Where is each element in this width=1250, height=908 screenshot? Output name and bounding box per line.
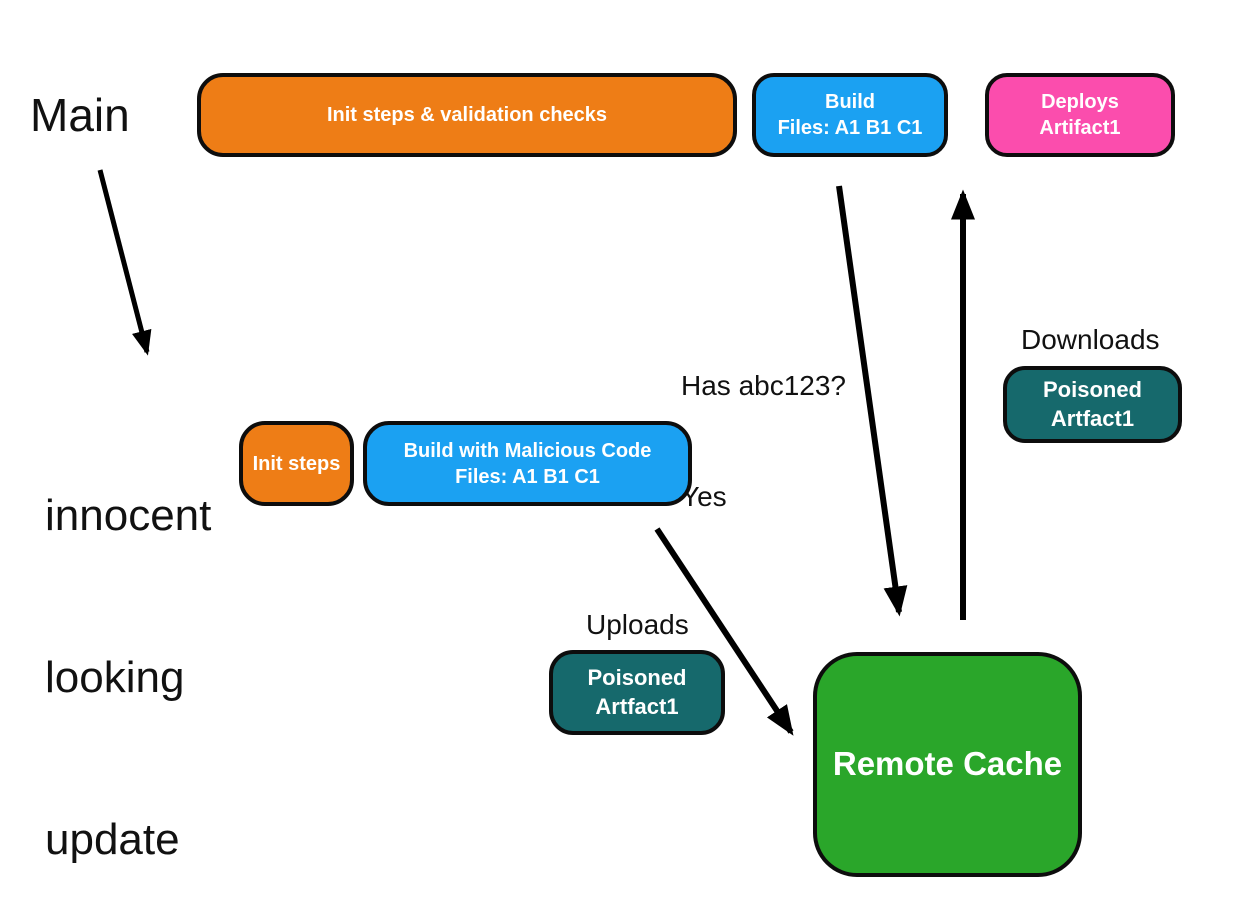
node-build-files: Files: A1 B1 C1 bbox=[777, 117, 923, 139]
node-build-malicious-files: Files: A1 B1 C1 bbox=[455, 465, 600, 488]
node-poisoned-download-line-2: Artfact1 bbox=[1050, 405, 1135, 431]
innocent-update-line-2: looking bbox=[45, 653, 185, 702]
node-init-steps: Init steps bbox=[239, 421, 354, 506]
has-hash-label: Has abc123? Yes bbox=[681, 293, 846, 589]
node-remote-cache-label: Remote Cache bbox=[832, 745, 1063, 783]
main-branch-label: Main bbox=[30, 89, 130, 141]
node-poisoned-artifact-upload: Poisoned Artfact1 bbox=[549, 650, 725, 735]
node-poisoned-upload-line-1: Poisoned bbox=[587, 664, 687, 690]
node-remote-cache: Remote Cache bbox=[813, 652, 1082, 877]
node-build: Build Files: A1 B1 C1 bbox=[752, 73, 948, 157]
node-build-malicious: Build with Malicious Code Files: A1 B1 C… bbox=[363, 421, 692, 506]
node-poisoned-artifact-download: Poisoned Artfact1 bbox=[1003, 366, 1182, 443]
innocent-update-label: innocent looking update bbox=[45, 381, 211, 908]
arrow-main-to-update bbox=[97, 169, 152, 356]
node-poisoned-upload-line-2: Artfact1 bbox=[595, 693, 679, 719]
innocent-update-line-3: update bbox=[45, 815, 180, 864]
innocent-update-line-1: innocent bbox=[45, 491, 212, 540]
node-deploys-artifact-name: Artifact1 bbox=[1039, 117, 1121, 139]
downloads-label: Downloads bbox=[1021, 324, 1160, 355]
node-deploys-title: Deploys bbox=[1041, 91, 1119, 113]
node-init-steps-label: Init steps bbox=[252, 452, 341, 475]
node-build-malicious-title: Build with Malicious Code bbox=[403, 439, 652, 462]
has-hash-question: Has abc123? bbox=[681, 370, 847, 401]
node-init-validation-checks: Init steps & validation checks bbox=[197, 73, 737, 157]
node-deploys-artifact: Deploys Artifact1 bbox=[985, 73, 1175, 157]
node-build-title: Build bbox=[825, 91, 875, 113]
arrow-build-to-remote-cache bbox=[836, 185, 908, 617]
node-poisoned-download-line-1: Poisoned bbox=[1042, 376, 1142, 402]
uploads-label: Uploads bbox=[586, 609, 689, 640]
node-init-validation-checks-label: Init steps & validation checks bbox=[326, 104, 608, 126]
has-hash-answer: Yes bbox=[681, 481, 727, 512]
